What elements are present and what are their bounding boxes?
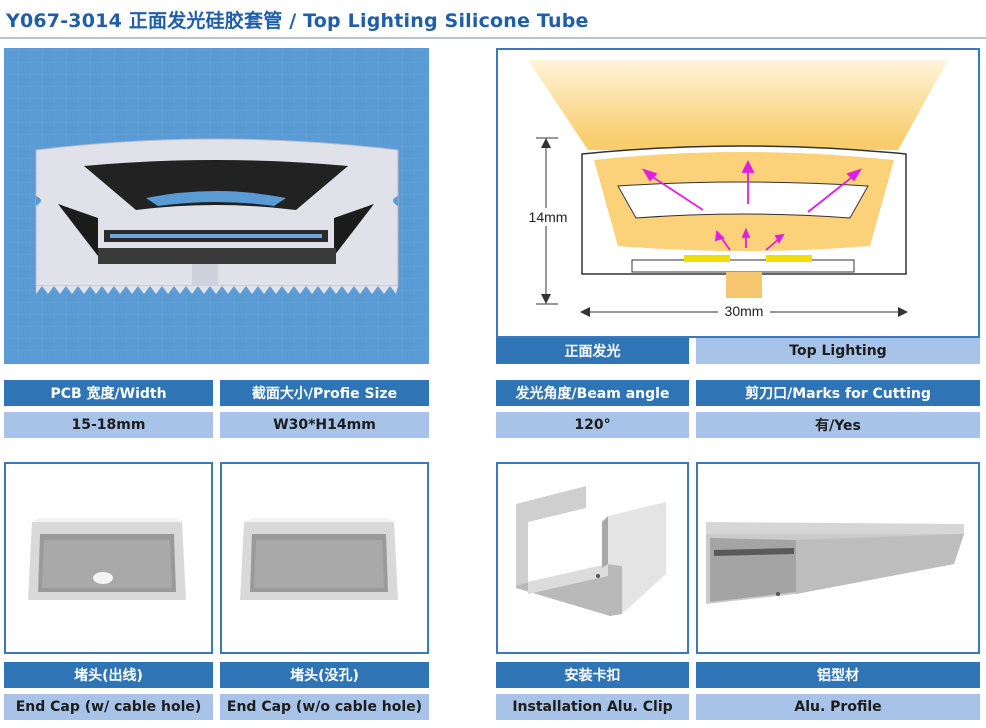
spec-value-beam-angle: 120° [496,412,689,438]
lighting-label-cn: 正面发光 [496,338,689,364]
spec-value-profile-size: W30*H14mm [220,412,429,438]
spec-header-profile-size: 截面大小/Profie Size [220,380,429,406]
width-dimension-label: 30mm [725,303,764,319]
spec-header-pcb-width: PCB 宽度/Width [4,380,213,406]
alu-profile-icon [706,522,964,604]
accessory-panel-end-cap-no-hole [220,462,429,654]
silicone-tube-cross-section-image [6,50,427,362]
cross-section-panel [4,48,429,364]
accessory-panel-alu-clip [496,462,689,654]
accessory-cn-alu-clip: 安装卡扣 [496,662,689,688]
spec-header-cutting-marks: 剪刀口/Marks for Cutting [696,380,980,406]
accessory-panel-end-cap-hole [4,462,213,654]
height-dimension-label: 14mm [529,209,568,225]
lighting-diagram-panel: 14mm 30mm [496,48,980,338]
beam-diagram: 14mm 30mm [526,60,948,320]
end-cap-no-hole-icon [240,518,398,600]
accessory-cn-alu-profile: 铝型材 [696,662,980,688]
end-cap-with-hole-icon [28,518,186,600]
accessory-en-end-cap-hole: End Cap (w/ cable hole) [4,694,213,720]
accessory-en-alu-clip: Installation Alu. Clip [496,694,689,720]
lighting-label-en: Top Lighting [696,338,980,364]
spec-value-pcb-width: 15-18mm [4,412,213,438]
alu-clip-icon [516,486,666,616]
accessory-panel-alu-profile [696,462,980,654]
accessory-en-end-cap-no-hole: End Cap (w/o cable hole) [220,694,429,720]
page-title: Y067-3014 正面发光硅胶套管 / Top Lighting Silico… [6,10,589,32]
light-cone [528,60,948,150]
title-divider [0,37,986,39]
accessory-cn-end-cap-no-hole: 堵头(没孔) [220,662,429,688]
spec-header-beam-angle: 发光角度/Beam angle [496,380,689,406]
accessory-cn-end-cap-hole: 堵头(出线) [4,662,213,688]
spec-value-cutting-marks: 有/Yes [696,412,980,438]
accessory-en-alu-profile: Alu. Profile [696,694,980,720]
